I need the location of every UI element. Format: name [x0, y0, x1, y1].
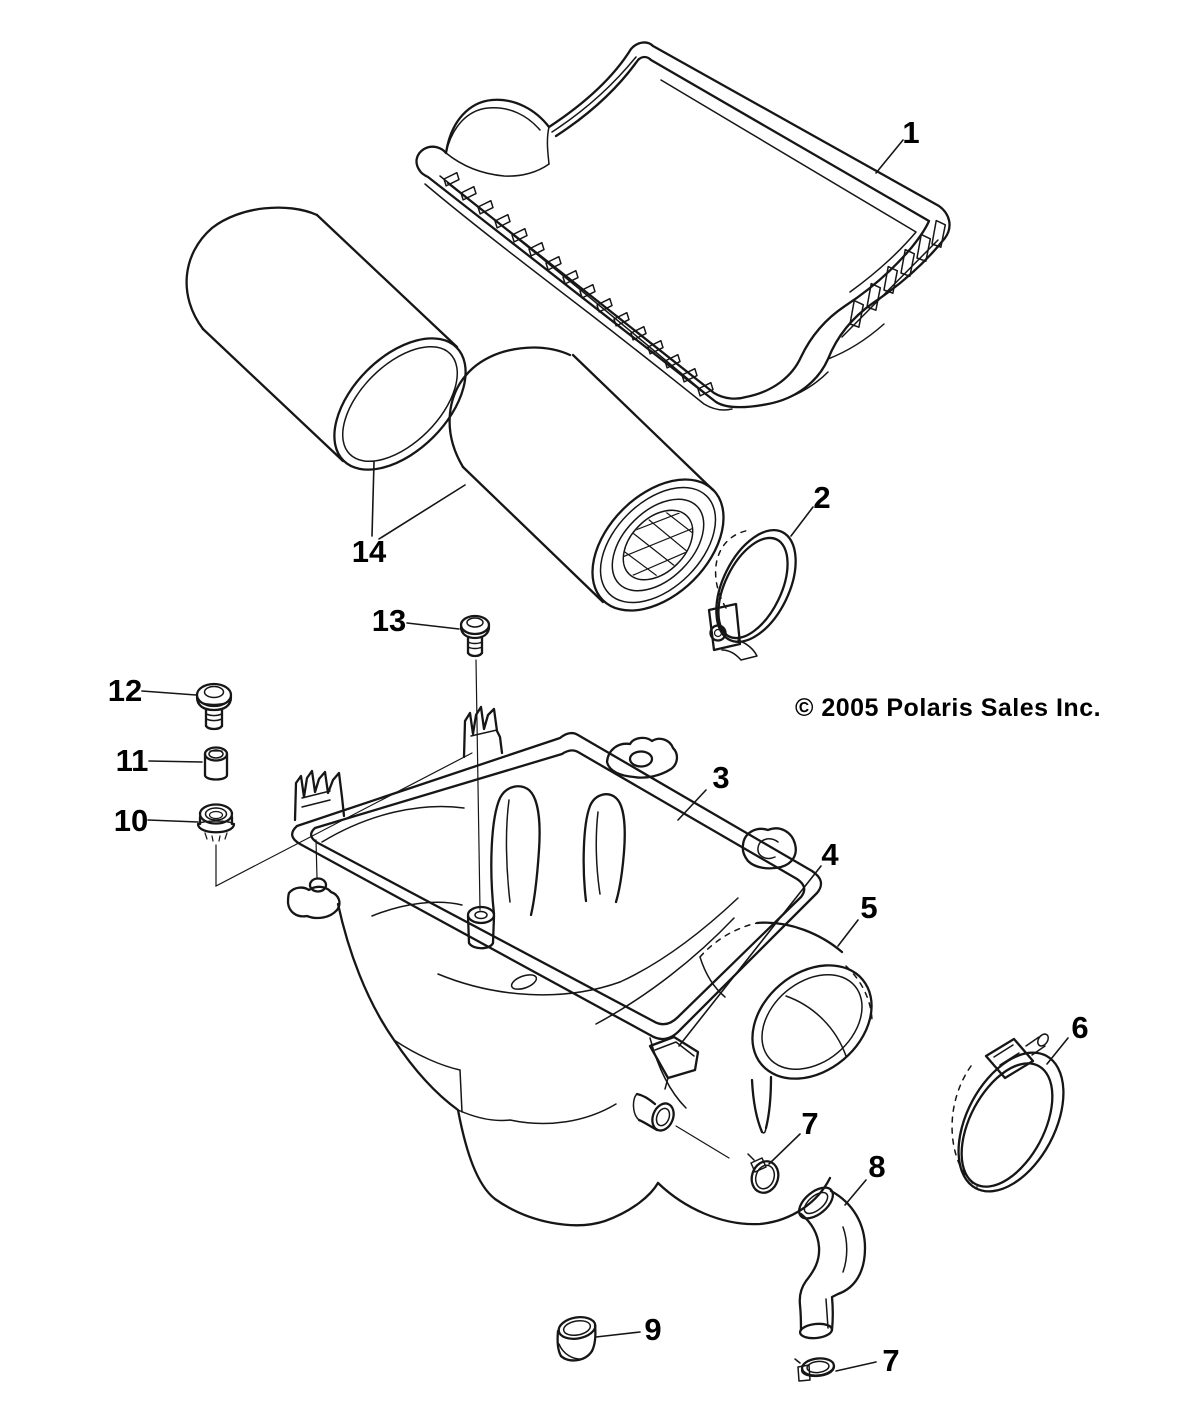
grommet-assembly-line [215, 752, 473, 887]
part-9-grommet [556, 1316, 597, 1362]
leader-7-lower [835, 1361, 877, 1372]
callout-leaders [141, 139, 1069, 1372]
leader-7-upper [768, 1133, 801, 1165]
leader-14b [378, 484, 466, 540]
leader-6 [1046, 1037, 1069, 1065]
part-10-grommet [196, 803, 236, 842]
part-14-filter-elements [185, 206, 725, 612]
callout-4: 4 [821, 837, 839, 872]
leader-12 [141, 690, 197, 696]
part-7-clamp-upper [747, 1153, 780, 1194]
cover-louver-fins [440, 168, 717, 401]
callout-12: 12 [108, 673, 142, 708]
leader-2 [790, 506, 814, 537]
leader-8 [844, 1179, 867, 1206]
leader-5 [837, 919, 859, 947]
leader-1 [875, 139, 904, 174]
leader-13 [406, 622, 460, 630]
callout-14: 14 [352, 534, 387, 569]
callout-6: 6 [1071, 1010, 1088, 1045]
callout-3: 3 [712, 760, 729, 795]
part-5-intake-boot [699, 921, 873, 1134]
screw-axis-line [475, 659, 481, 911]
callout-11: 11 [116, 743, 149, 778]
cover-saddle-fins [844, 218, 951, 330]
part-11-spacer [203, 746, 229, 781]
part-12-screw [195, 682, 233, 731]
part-1-air-box-cover [415, 41, 951, 411]
copyright-text: © 2005 Polaris Sales Inc. [795, 694, 1101, 722]
part-6-clamp-large [951, 1033, 1065, 1193]
part-13-screw [459, 614, 491, 658]
callout-labels: 1 2 3 4 5 6 7 8 9 7 10 11 12 13 14 [108, 115, 1089, 1378]
leader-14a [371, 461, 375, 537]
callout-9: 9 [644, 1312, 661, 1347]
callout-13: 13 [372, 603, 406, 638]
callout-7-upper: 7 [801, 1106, 818, 1141]
callout-5: 5 [860, 890, 877, 925]
part-7-clamp-lower [794, 1357, 836, 1382]
part-3-air-box-base [286, 705, 832, 1227]
leader-4 [678, 865, 822, 1047]
part-4-fitting [648, 1035, 700, 1090]
callout-7-lower: 7 [882, 1343, 899, 1378]
leader-11 [148, 760, 203, 763]
leader-3 [677, 789, 707, 821]
filter-mesh [610, 498, 706, 591]
leader-9 [595, 1331, 641, 1338]
callout-8: 8 [868, 1149, 885, 1184]
leader-10 [147, 819, 199, 823]
callout-1: 1 [902, 115, 919, 150]
callout-10: 10 [114, 803, 148, 838]
part-8-drain-hose [797, 1186, 867, 1340]
callout-2: 2 [813, 480, 830, 515]
part-2-clamp [707, 529, 797, 661]
